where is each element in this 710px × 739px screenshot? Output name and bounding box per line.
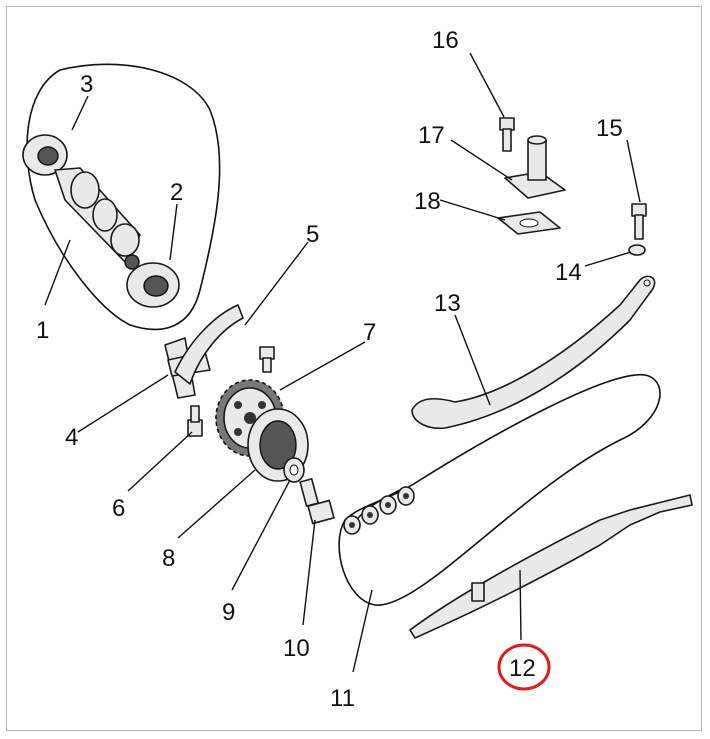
callout-15: 15	[596, 115, 623, 142]
callout-18: 18	[414, 188, 441, 215]
diagram-frame	[6, 6, 702, 731]
callout-1: 1	[36, 317, 49, 344]
callout-17: 17	[418, 122, 445, 149]
part-13-tensioner-arm	[411, 275, 656, 430]
part-5-plate	[174, 304, 244, 385]
callout-4: 4	[65, 424, 78, 451]
callout-7: 7	[363, 319, 376, 346]
highlight-ring	[497, 643, 551, 691]
part-18-gasket	[497, 211, 561, 235]
callout-10: 10	[283, 635, 310, 662]
chain-links	[343, 486, 415, 535]
part-10-bolt	[299, 478, 335, 525]
part-5-bolt	[259, 346, 275, 373]
part-16-bolt	[499, 117, 515, 152]
callout-6: 6	[112, 495, 125, 522]
callout-16: 16	[432, 27, 459, 54]
callout-14: 14	[555, 259, 582, 286]
callout-9: 9	[222, 599, 235, 626]
camshaft-group-outline	[26, 63, 221, 331]
part-17-tensioner	[504, 135, 566, 199]
callout-2: 2	[170, 179, 183, 206]
part-11-chain	[338, 374, 661, 606]
part-12-chain-guide	[409, 494, 693, 639]
callout-5: 5	[306, 221, 319, 248]
part-14-washer	[628, 244, 646, 256]
part-15-bolt	[631, 203, 647, 240]
callout-8: 8	[162, 545, 175, 572]
leader-lines	[44, 52, 641, 673]
callout-3: 3	[80, 71, 93, 98]
callout-13: 13	[434, 290, 461, 317]
callout-12: 12	[509, 655, 536, 682]
callout-11: 11	[330, 685, 355, 712]
part-9-washer	[283, 457, 305, 483]
callout-labels: 3 2 1 4 5 6 7 8 9 10 11 12 13 14 15 16 1…	[36, 27, 623, 712]
part-3-bearing	[22, 134, 68, 176]
part-2-bearing	[126, 262, 180, 308]
part-1-camshaft	[54, 167, 141, 270]
part-6-bolt	[187, 405, 203, 437]
